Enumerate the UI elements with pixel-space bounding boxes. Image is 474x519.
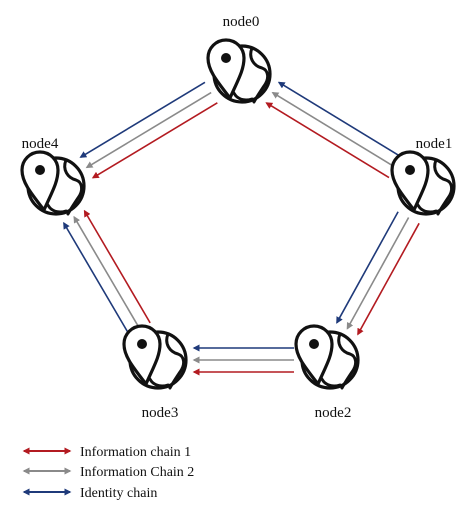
edge-arrow-node1-node0-information-chain-1 xyxy=(265,102,390,179)
edge-arrow-node0-node4-identity-chain xyxy=(79,81,206,158)
legend-label: Identity chain xyxy=(80,486,157,501)
globe-pin-icon xyxy=(390,150,456,216)
node-label: node3 xyxy=(142,405,179,421)
edge-arrow-node1-node2-information-chain-1 xyxy=(357,222,420,336)
globe-pin-icon xyxy=(122,324,188,390)
edge-arrow-node3-node4-information-chain-1 xyxy=(83,209,151,324)
edge-arrow-node1-node0-identity-chain xyxy=(277,81,402,158)
node-node4: node4 xyxy=(20,136,86,216)
edge-arrow-node1-node2-information-chain-2 xyxy=(346,217,410,330)
edge-arrow-node1-node2-identity-chain xyxy=(336,211,399,324)
node-node3: node3 xyxy=(122,324,188,421)
node-label: node2 xyxy=(315,405,352,421)
globe-pin-icon xyxy=(206,38,272,104)
node-node1: node1 xyxy=(390,136,456,216)
node-label: node1 xyxy=(416,136,453,152)
edge-arrow-node0-node4-information-chain-1 xyxy=(91,102,218,179)
edge-arrow-node1-node0-information-chain-2 xyxy=(271,91,396,168)
legend-item-information-chain-1: Information chain 1 xyxy=(22,445,191,460)
edge-arrow-node3-node4-identity-chain xyxy=(63,221,131,336)
node-label: node4 xyxy=(22,136,59,152)
legend: Information chain 1 Information Chain 2 … xyxy=(22,445,194,501)
node-node0: node0 xyxy=(206,14,272,104)
node-label: node0 xyxy=(223,14,260,30)
globe-pin-icon xyxy=(294,324,360,390)
edge-arrow-node0-node4-information-chain-2 xyxy=(85,91,212,169)
globe-pin-icon xyxy=(20,150,86,216)
legend-label: Information Chain 2 xyxy=(80,465,194,480)
node-node2: node2 xyxy=(294,324,360,421)
legend-label: Information chain 1 xyxy=(80,445,191,460)
legend-item-information-chain-2: Information Chain 2 xyxy=(22,465,194,480)
edges-layer xyxy=(63,81,420,376)
edge-arrow-node3-node4-information-chain-2 xyxy=(73,215,141,330)
legend-item-identity-chain: Identity chain xyxy=(22,486,157,501)
